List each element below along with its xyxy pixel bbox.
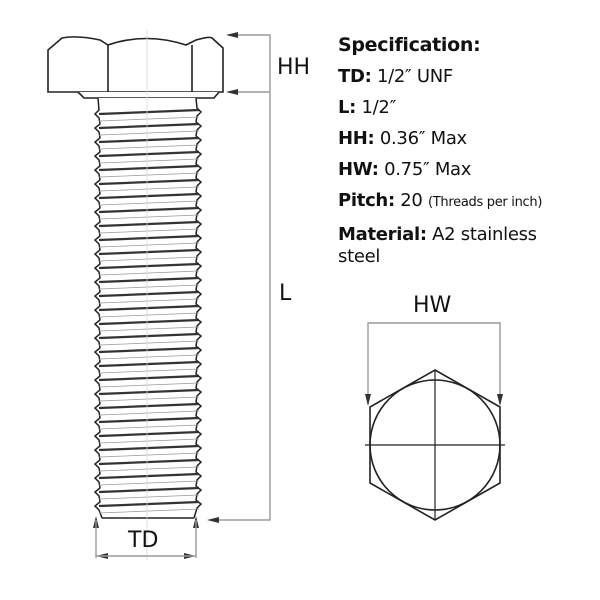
spec-note: (Threads per inch) [428, 195, 543, 210]
spec-key: HW: [338, 159, 379, 180]
bolt-shank-threads [93, 30, 203, 560]
spec-key: Material: [338, 224, 427, 245]
spec-value: 1/2″ UNF [376, 66, 453, 87]
td-dimension-line [95, 520, 197, 558]
spec-value: 20 [400, 190, 423, 211]
td-dimension-label: TD [128, 528, 159, 553]
spec-key: L: [338, 97, 357, 118]
specification-title: Specification: [338, 34, 481, 56]
spec-row-hh: HH: 0.36″ Max [338, 123, 598, 154]
spec-key: HH: [338, 128, 375, 149]
spec-value: A2 stainless steel [338, 224, 537, 267]
spec-value: 0.36″ Max [379, 128, 467, 149]
hw-dimension-line [365, 322, 503, 406]
bolt-head-side-view [47, 36, 224, 99]
bolt-head-top-view [365, 369, 505, 521]
spec-value: 1/2″ [361, 97, 397, 118]
dimension-lines-side [210, 34, 271, 521]
spec-row-pitch: Pitch: 20 (Threads per inch) [338, 185, 598, 218]
spec-row-l: L: 1/2″ [338, 92, 598, 123]
spec-value: 0.75″ Max [384, 159, 472, 180]
hw-dimension-label: HW [413, 293, 452, 318]
hh-dimension-label: HH [277, 55, 311, 80]
specification-panel: Specification: TD: 1/2″ UNF L: 1/2″ HH: … [338, 30, 598, 268]
spec-row-material: Material: A2 stainless steel [338, 224, 573, 268]
spec-key: Pitch: [338, 190, 395, 211]
spec-row-hw: HW: 0.75″ Max [338, 154, 598, 185]
spec-key: TD: [338, 66, 372, 87]
spec-row-td: TD: 1/2″ UNF [338, 61, 598, 92]
l-dimension-label: L [279, 281, 292, 306]
